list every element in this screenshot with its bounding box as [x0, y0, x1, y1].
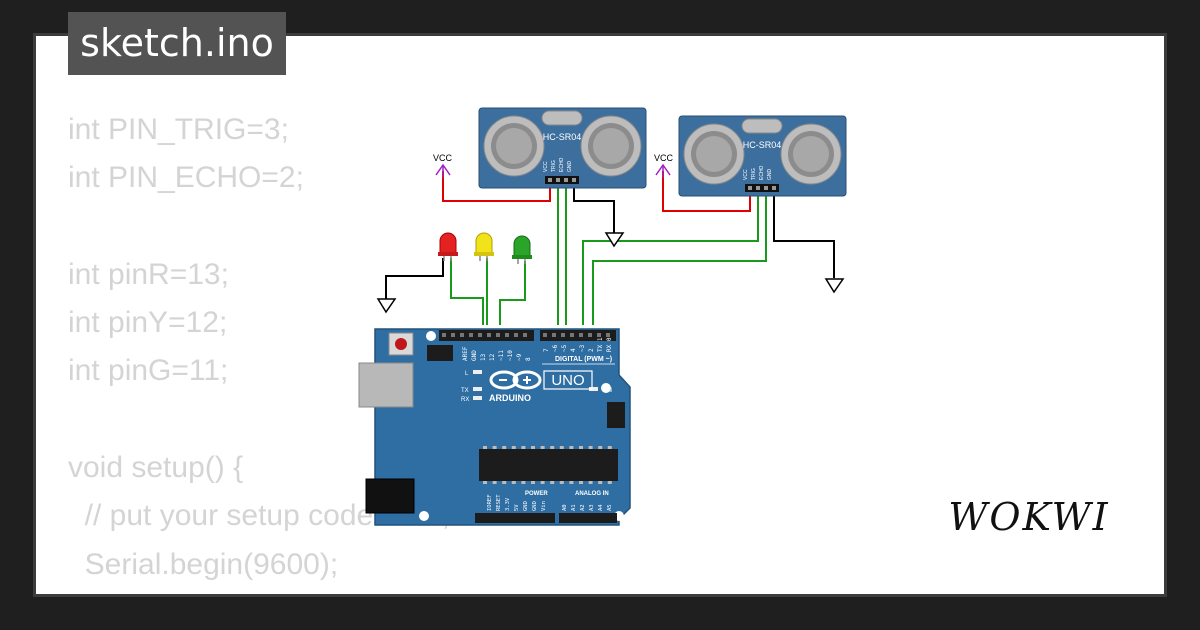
svg-text:~10: ~10 [507, 350, 514, 361]
wire-led-red [450, 258, 484, 325]
wire-trig-2 [582, 193, 759, 325]
svg-text:VCC: VCC [743, 169, 749, 180]
wire-gnd-1 [573, 185, 615, 233]
usb-port [358, 362, 414, 408]
arduino-logo [489, 370, 542, 390]
wire-vcc-1 [442, 171, 551, 202]
code-line: int pinR=13; [68, 257, 229, 291]
svg-text:GND: GND [471, 350, 478, 361]
power-header [475, 513, 555, 523]
circuit-diagram: VCC VCC HC-SR04 [358, 107, 847, 526]
svg-text:A3: A3 [589, 504, 595, 511]
svg-text:Vin: Vin [541, 501, 547, 511]
svg-text:RX 0: RX 0 [606, 337, 613, 352]
microcontroller-chip [479, 449, 618, 481]
wire-vcc-2 [662, 171, 751, 212]
svg-text:TRIG: TRIG [551, 160, 557, 172]
svg-text:ARDUINO: ARDUINO [489, 393, 531, 403]
ultrasonic-sensor-1[interactable]: HC-SR04 VCC TRIG ECHO GND [478, 107, 647, 189]
svg-text:ECHO: ECHO [759, 165, 765, 180]
gnd-symbol-1 [604, 232, 625, 248]
svg-text:A5: A5 [607, 504, 613, 511]
wokwi-logo: WOKWI [948, 495, 1109, 539]
svg-text:13: 13 [480, 353, 487, 361]
svg-text:RX: RX [461, 397, 469, 403]
code-line: int PIN_ECHO=2; [68, 161, 304, 195]
wires [385, 171, 835, 325]
svg-text:A0: A0 [562, 504, 568, 511]
svg-text:HC-SR04: HC-SR04 [543, 132, 582, 142]
svg-text:ECHO: ECHO [559, 157, 565, 172]
svg-text:A4: A4 [598, 504, 604, 511]
preview-card: int PIN_TRIG=3;int PIN_ECHO=2;int pinR=1… [33, 33, 1167, 597]
svg-text:4: 4 [570, 348, 577, 352]
power-jack [365, 478, 415, 514]
svg-text:A1: A1 [571, 504, 577, 511]
svg-text:GND: GND [532, 501, 538, 511]
svg-text:~5: ~5 [561, 344, 568, 352]
svg-text:POWER: POWER [525, 491, 548, 497]
svg-text:~6: ~6 [552, 344, 559, 352]
svg-text:VCC: VCC [433, 153, 453, 163]
svg-text:~9: ~9 [516, 353, 523, 361]
svg-text:VCC: VCC [543, 161, 549, 172]
wire-led-gnd [385, 258, 444, 299]
svg-text:~11: ~11 [498, 350, 505, 361]
wire-gnd-2 [773, 193, 835, 278]
reset-button[interactable] [388, 332, 414, 356]
code-editor: int PIN_TRIG=3;int PIN_ECHO=2;int pinR=1… [68, 106, 617, 594]
led-red[interactable] [438, 232, 458, 261]
svg-text:ON: ON [603, 388, 612, 394]
svg-text:2: 2 [588, 348, 595, 352]
svg-text:8: 8 [525, 357, 532, 361]
digital-header-right [540, 330, 616, 341]
svg-text:TX 1: TX 1 [597, 337, 604, 352]
svg-text:3.3V: 3.3V [505, 497, 511, 511]
svg-text:A2: A2 [580, 504, 586, 511]
ultrasonic-sensor-2[interactable]: HC-SR04 VCC TRIG ECHO GND [678, 115, 847, 197]
led-yellow[interactable] [474, 232, 494, 261]
svg-text:~3: ~3 [579, 344, 586, 352]
svg-text:7: 7 [543, 348, 550, 352]
svg-text:GND: GND [567, 161, 573, 173]
svg-text:5V: 5V [514, 504, 520, 511]
file-tab[interactable]: sketch.ino [68, 12, 286, 75]
svg-text:GND: GND [767, 169, 773, 181]
gnd-symbol-2 [824, 278, 845, 294]
code-line: int pinY=12; [68, 306, 228, 340]
svg-text:RESET: RESET [496, 494, 502, 511]
vcc-symbol-1: VCC [433, 153, 453, 178]
svg-text:HC-SR04: HC-SR04 [743, 140, 782, 150]
svg-text:WOKWI: WOKWI [948, 495, 1109, 539]
digital-header-left [439, 330, 534, 341]
svg-text:AREF: AREF [462, 346, 469, 361]
svg-text:VCC: VCC [654, 153, 674, 163]
svg-text:GND: GND [523, 501, 529, 511]
led-green[interactable] [512, 235, 532, 264]
code-line: int pinG=11; [68, 354, 229, 388]
vcc-symbol-2: VCC [654, 153, 674, 178]
svg-text:TRIG: TRIG [751, 168, 757, 180]
svg-text:12: 12 [489, 353, 496, 361]
code-line: Serial.begin(9600); [68, 547, 339, 581]
code-line: void setup() { [68, 451, 244, 485]
svg-text:UNO: UNO [551, 372, 584, 389]
wire-led-green [499, 261, 526, 325]
svg-text:IOREF: IOREF [487, 494, 493, 511]
gnd-symbol-3 [376, 298, 397, 314]
code-line: int PIN_TRIG=3; [68, 113, 289, 146]
wire-echo-2 [592, 193, 767, 325]
svg-text:DIGITAL (PWM ~): DIGITAL (PWM ~) [555, 356, 612, 363]
svg-text:TX: TX [461, 388, 469, 394]
svg-text:L: L [465, 371, 469, 377]
analog-header [559, 513, 617, 523]
svg-text:ANALOG IN: ANALOG IN [575, 491, 609, 497]
